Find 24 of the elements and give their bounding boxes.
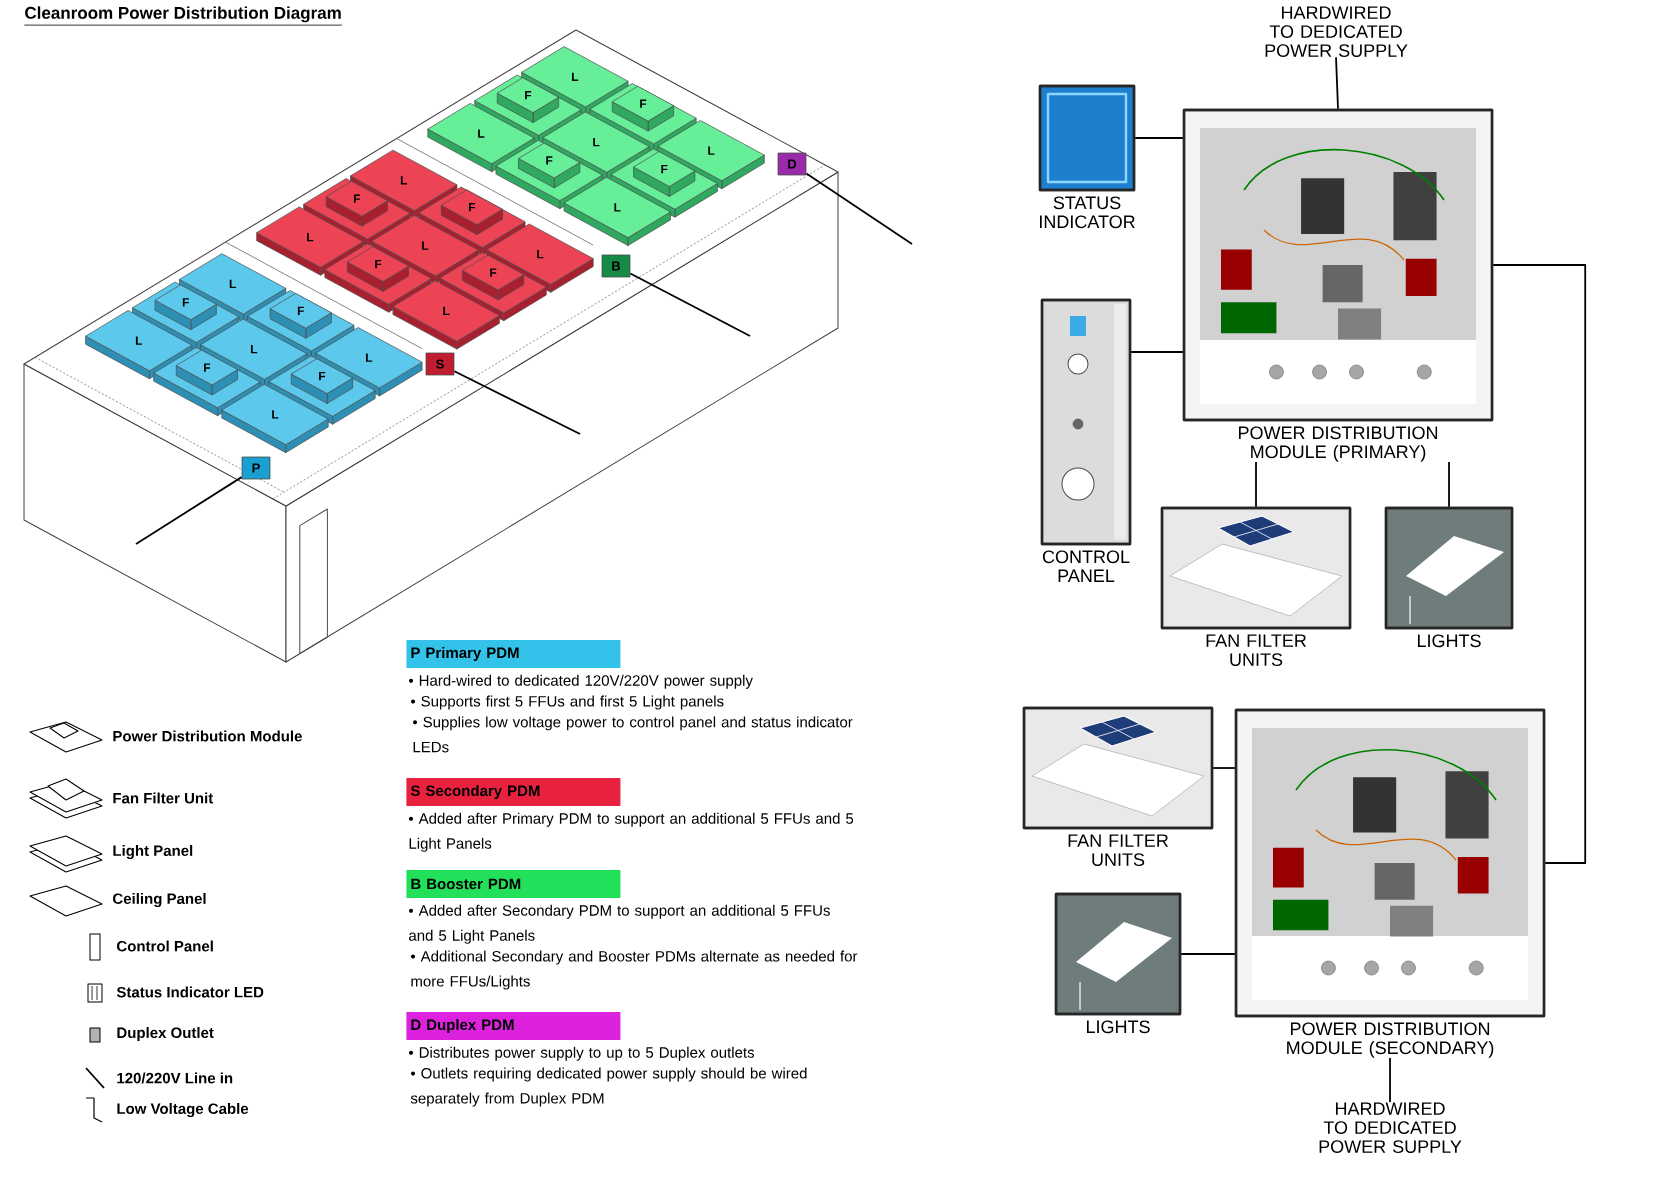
picture-caption: POWER DISTRIBUTION MODULE (SECONDARY) [1287, 1022, 1494, 1058]
picture-caption: STATUS INDICATOR [1040, 196, 1135, 229]
connector-line [1255, 461, 1257, 508]
picture-caption: CONTROL PANEL [1042, 550, 1130, 582]
connector-line [1212, 767, 1236, 769]
diagram-title: Cleanroom Power Distribution Diagram [24, 6, 343, 26]
picture-caption: FAN FILTER UNITS [1068, 834, 1169, 866]
connector-line [1134, 137, 1184, 139]
leader-line [805, 172, 913, 245]
connector-line [1389, 1057, 1391, 1103]
picture-caption: POWER DISTRIBUTION MODULE (PRIMARY) [1239, 426, 1438, 462]
connector-line [1492, 264, 1587, 864]
leader-line [453, 370, 581, 435]
leader-line [629, 272, 751, 337]
connector-line [1448, 461, 1450, 508]
picture-caption: FAN FILTER UNITS [1206, 634, 1307, 666]
connector-line [1130, 351, 1184, 353]
connector-line [1180, 953, 1236, 955]
supply-note: HARDWIRED TO DEDICATED POWER SUPPLY [1319, 1102, 1462, 1153]
leader-line [135, 476, 243, 545]
picture-caption: LIGHTS [1087, 1020, 1150, 1034]
connector-line [1335, 56, 1339, 110]
supply-note: HARDWIRED TO DEDICATED POWER SUPPLY [1265, 6, 1408, 57]
picture-caption: LIGHTS [1418, 634, 1481, 648]
